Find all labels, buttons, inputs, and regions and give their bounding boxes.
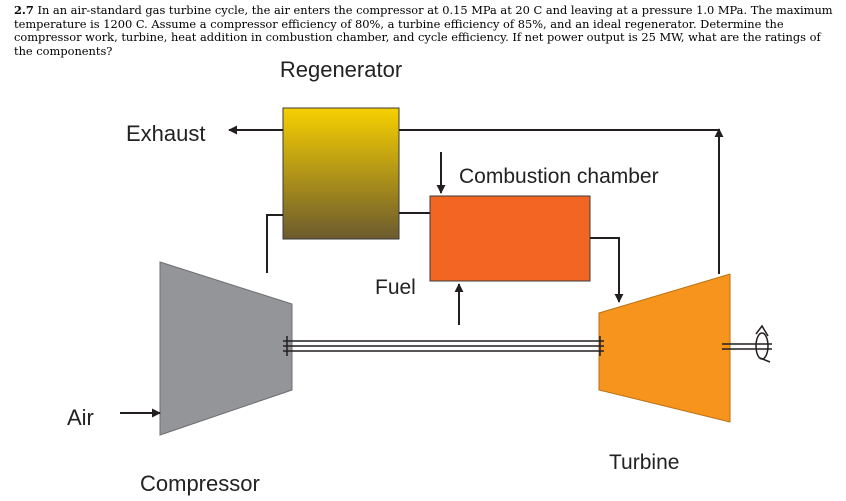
compressor-shape: [159, 261, 293, 436]
exhaust-label: Exhaust: [126, 121, 206, 146]
regenerator-box: [282, 107, 400, 240]
combustion-chamber-label: Combustion chamber: [459, 165, 659, 188]
problem-number: 2.7: [14, 3, 34, 17]
turbine-label: Turbine: [609, 451, 679, 474]
problem-text: In an air-standard gas turbine cycle, th…: [14, 3, 833, 58]
turbine-shape: [598, 273, 731, 423]
compressor-label: Compressor: [140, 471, 260, 496]
combustion-chamber-box: [429, 195, 591, 282]
compressor-to-regenerator-line: [266, 214, 283, 273]
regenerator-label: Regenerator: [280, 57, 402, 82]
shaft-rotation-icon: [755, 324, 771, 363]
fuel-label: Fuel: [375, 276, 416, 299]
shaft: [283, 336, 772, 356]
air-label: Air: [67, 405, 94, 430]
combustor-to-turbine-line: [590, 237, 624, 303]
problem-statement: 2.7 In an air-standard gas turbine cycle…: [14, 3, 836, 58]
